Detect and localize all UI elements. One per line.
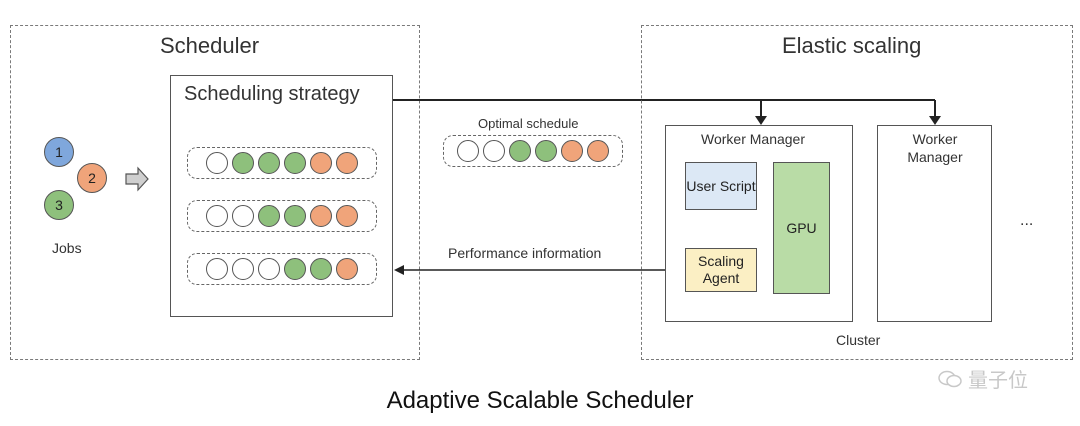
worker-manager-2-title: Worker Manager [907, 131, 963, 165]
slot-circle [310, 258, 332, 280]
scaling-agent-box: Scaling Agent [685, 248, 757, 292]
jobs-label: Jobs [52, 240, 82, 256]
wechat-icon [938, 370, 962, 387]
job-2: 2 [77, 163, 107, 193]
strategy-row-3 [187, 253, 377, 285]
arrowhead-worker2-icon [929, 116, 941, 125]
slot-circle [258, 258, 280, 280]
slot-circle [310, 152, 332, 174]
slot-circle [206, 205, 228, 227]
optimal-schedule-label: Optimal schedule [478, 116, 579, 131]
performance-information-label: Performance information [448, 245, 602, 261]
gpu-box: GPU [773, 162, 830, 294]
slot-circle [258, 205, 280, 227]
arrowhead-performance-icon [394, 265, 404, 275]
slot-circle [284, 152, 306, 174]
job-2-label: 2 [88, 170, 96, 186]
slot-circle [206, 152, 228, 174]
input-arrow-icon [125, 166, 149, 192]
slot-circle [336, 152, 358, 174]
slot-circle [232, 205, 254, 227]
scheduling-strategy-title: Scheduling strategy [184, 83, 360, 105]
slot-circle [509, 140, 531, 162]
job-3: 3 [44, 190, 74, 220]
elastic-scaling-panel [641, 25, 1073, 360]
slot-circle [336, 258, 358, 280]
slot-circle [284, 258, 306, 280]
slot-circle [336, 205, 358, 227]
arrowhead-worker1-icon [755, 116, 767, 125]
slot-circle [206, 258, 228, 280]
optimal-schedule-row [443, 135, 623, 167]
slot-circle [561, 140, 583, 162]
scheduler-title: Scheduler [160, 33, 260, 58]
user-script-box: User Script [685, 162, 757, 210]
watermark-text: 量子位 [968, 368, 1028, 392]
elastic-scaling-title: Elastic scaling [782, 33, 922, 58]
scheduler-panel [10, 25, 420, 360]
worker-manager-1-title: Worker Manager [701, 131, 806, 147]
slot-circle [310, 205, 332, 227]
slot-circle [258, 152, 280, 174]
strategy-row-1 [187, 147, 377, 179]
job-3-label: 3 [55, 197, 63, 213]
slot-circle [284, 205, 306, 227]
job-1: 1 [44, 137, 74, 167]
more-workers-ellipsis: ... [1020, 212, 1034, 229]
slot-circle [535, 140, 557, 162]
slot-circle [232, 258, 254, 280]
slot-circle [587, 140, 609, 162]
slot-circle [232, 152, 254, 174]
slot-circle [483, 140, 505, 162]
strategy-row-2 [187, 200, 377, 232]
cluster-label: Cluster [836, 332, 881, 348]
worker-manager-2 [877, 125, 992, 322]
job-1-label: 1 [55, 144, 63, 160]
slot-circle [457, 140, 479, 162]
watermark: 量子位 [938, 364, 1028, 393]
figure-caption: Adaptive Scalable Scheduler [386, 387, 694, 414]
